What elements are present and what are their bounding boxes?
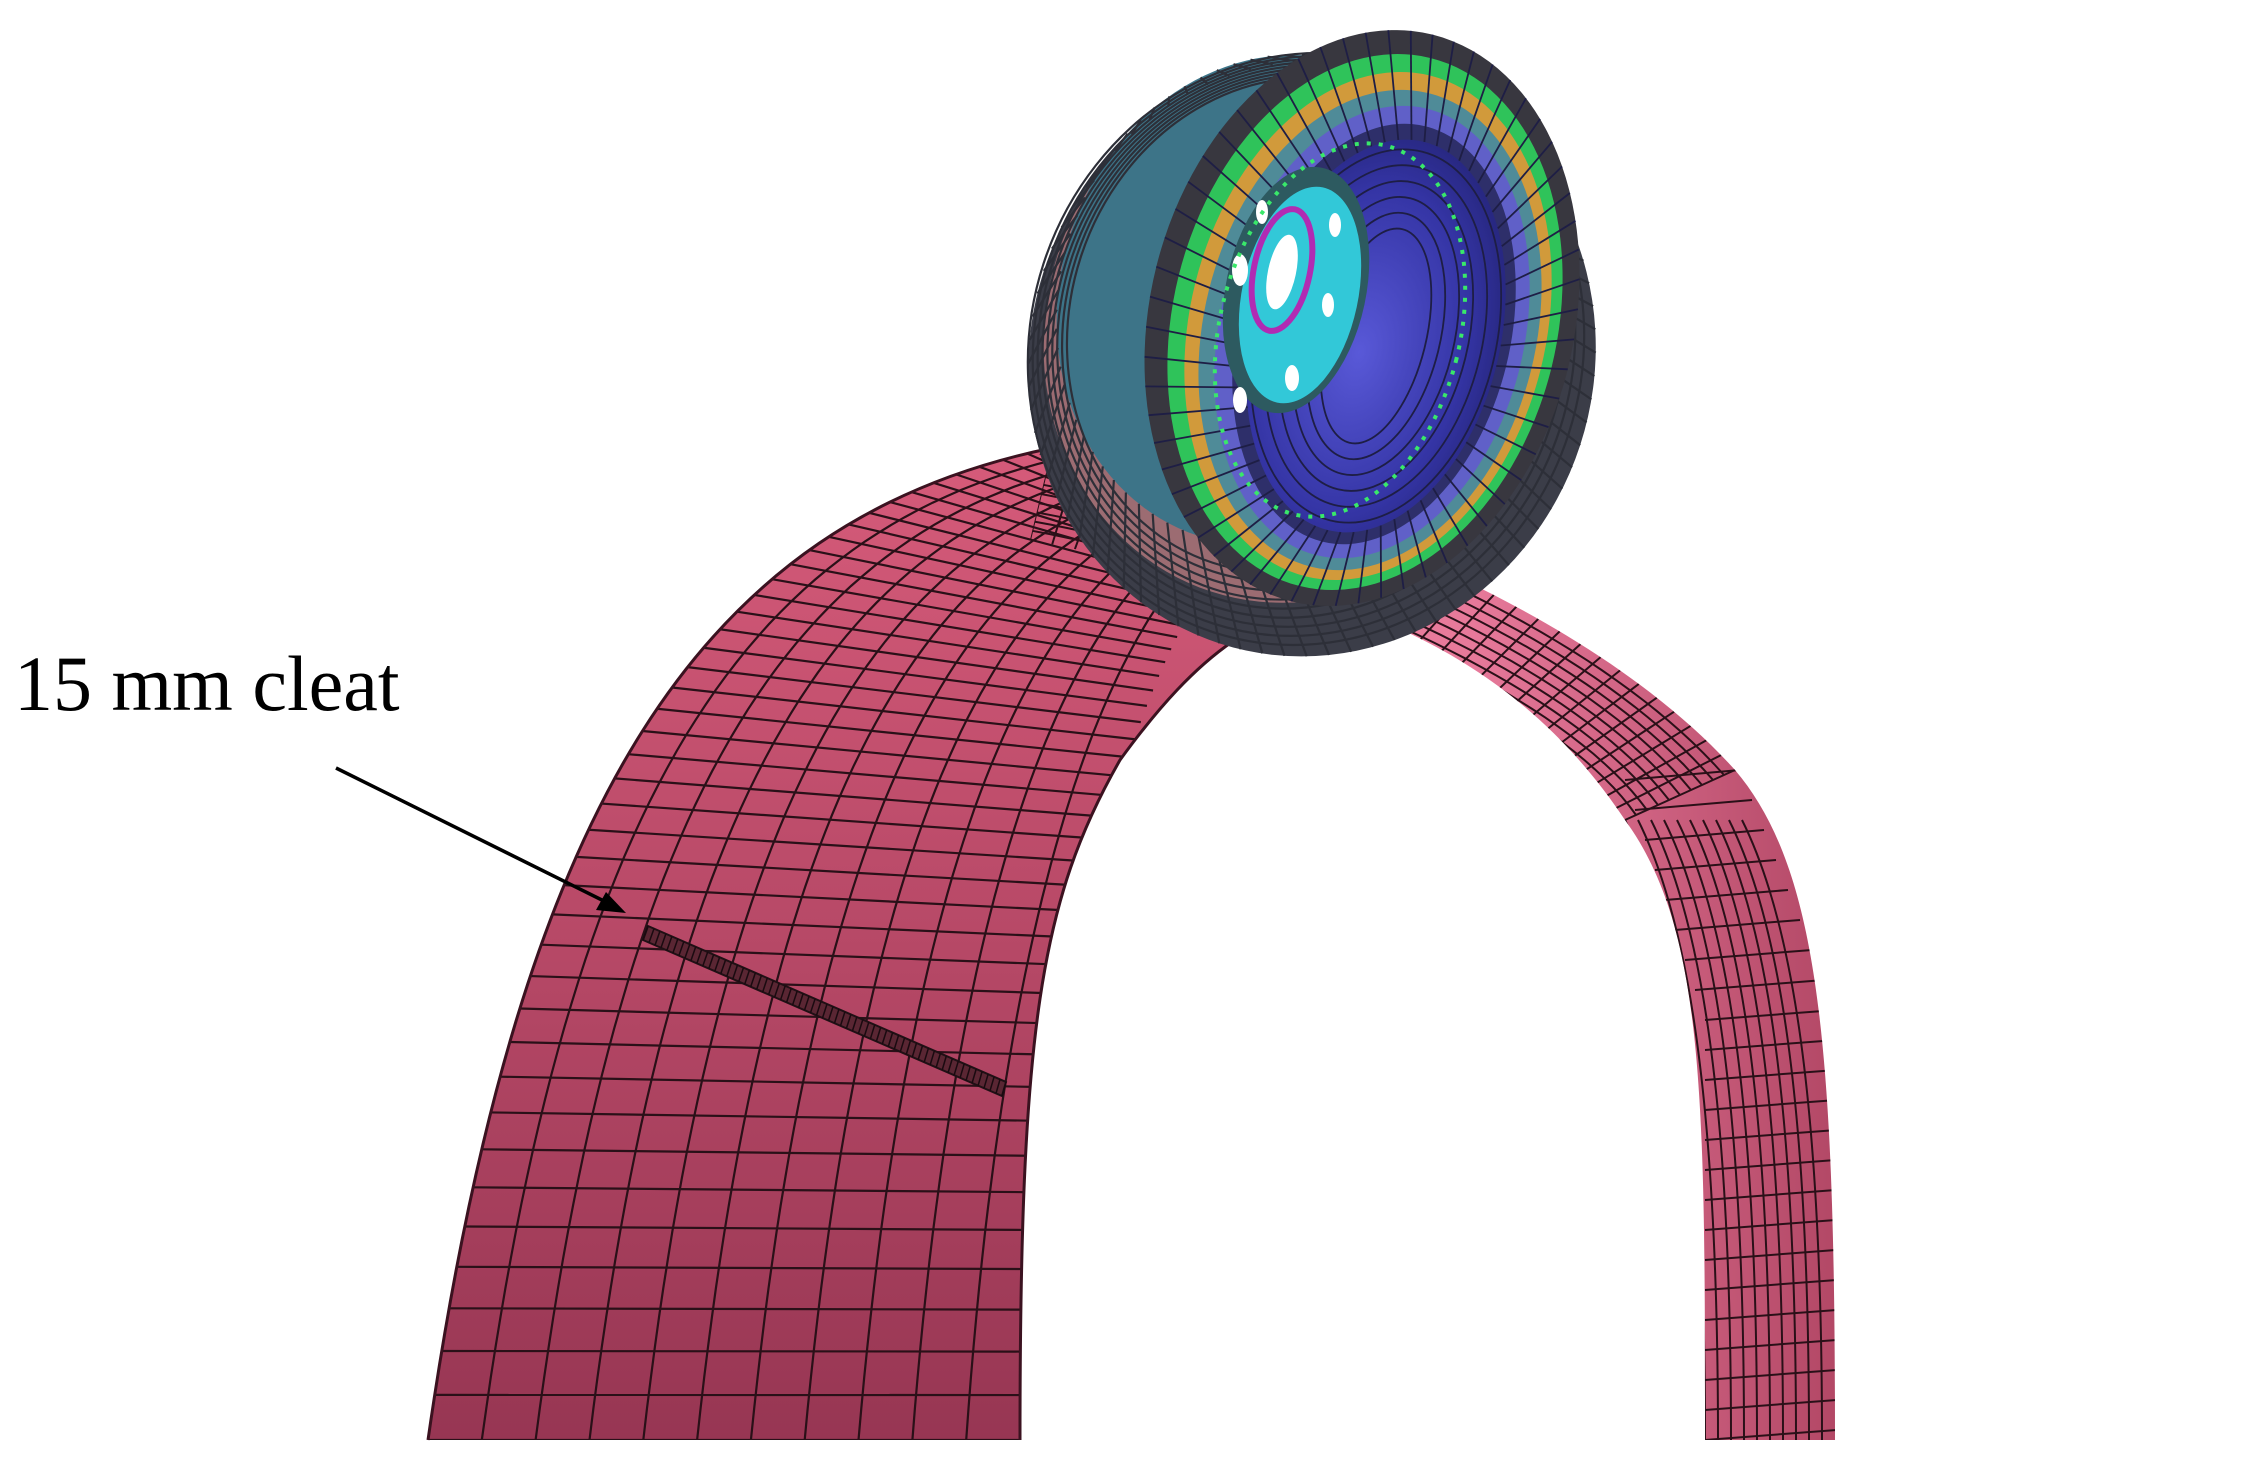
cleat-callout: 15 mm cleat xyxy=(14,640,626,913)
drum-outer-surface xyxy=(428,448,1360,1440)
drum-inner-surface xyxy=(1030,448,1835,1440)
wheel-center xyxy=(1266,234,1298,310)
callout-arrowhead xyxy=(596,892,626,913)
drum-near-edge xyxy=(426,446,1053,1441)
cleat-label: 15 mm cleat xyxy=(14,640,400,727)
wheel-hub-ring xyxy=(1248,206,1316,334)
tire xyxy=(1026,30,1597,657)
wheel-disc xyxy=(1238,186,1362,404)
callout-arrow-line xyxy=(335,766,613,907)
bead-outline xyxy=(1212,141,1468,519)
drum-surface xyxy=(426,446,1835,1441)
cleat xyxy=(641,924,1008,1098)
